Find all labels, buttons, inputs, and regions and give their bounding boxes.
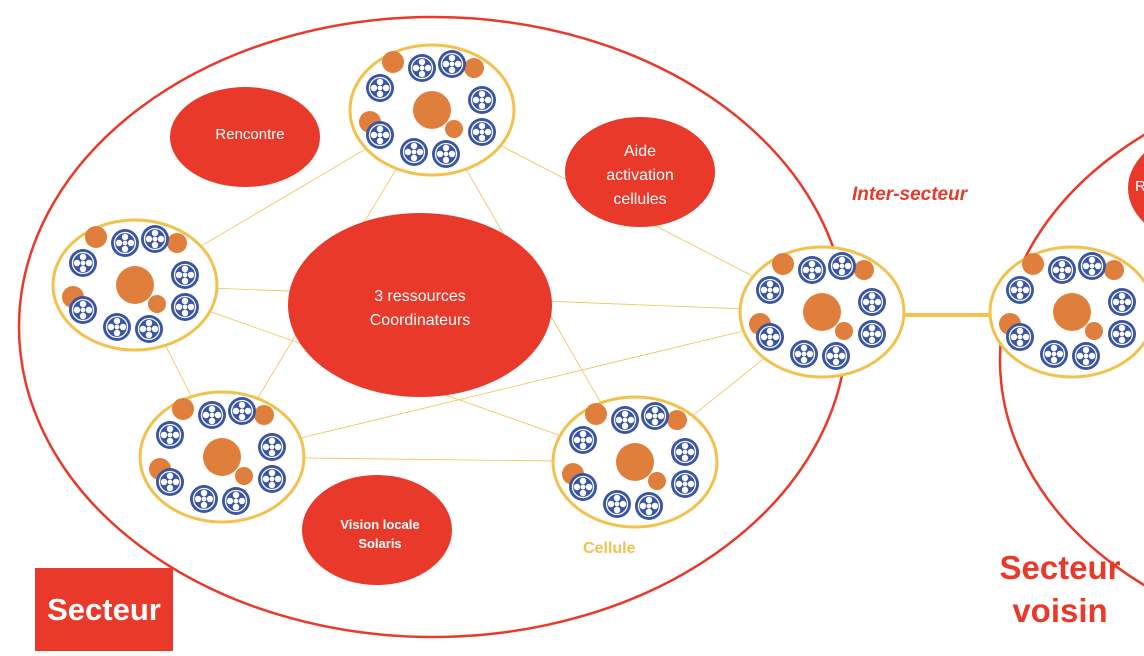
coordinateurs-label: 3 ressources Coordinateurs [369, 288, 471, 329]
cell-top [350, 45, 514, 175]
aide-activation-label: Aide activation cellules [606, 143, 674, 208]
rencontre-label: Rencontre [215, 126, 285, 143]
secteur-badge: Secteur [35, 568, 173, 651]
cell-bottom-right [553, 397, 717, 527]
inter-secteur-label: Inter-secteur [852, 184, 968, 205]
cell-left [53, 220, 217, 350]
cell-secteur-voisin [990, 247, 1144, 377]
cell-bottom-left [140, 392, 304, 522]
neighbor-bubble-partial-label: R [1135, 178, 1144, 195]
bubble-rencontre [170, 87, 320, 187]
bubble-voisin-partial [1128, 153, 1144, 223]
vision-locale-label: Vision locale Solaris [340, 517, 420, 551]
secteur-voisin-label: Secteur voisin [999, 549, 1121, 629]
cellule-label: Cellule [583, 540, 636, 557]
bubble-coordinateurs [288, 213, 552, 397]
bubble-vision [302, 475, 452, 585]
cell-inter-secteur [740, 247, 904, 377]
secteur-voisin-outline [998, 133, 1144, 587]
bubble-aide [565, 117, 715, 227]
